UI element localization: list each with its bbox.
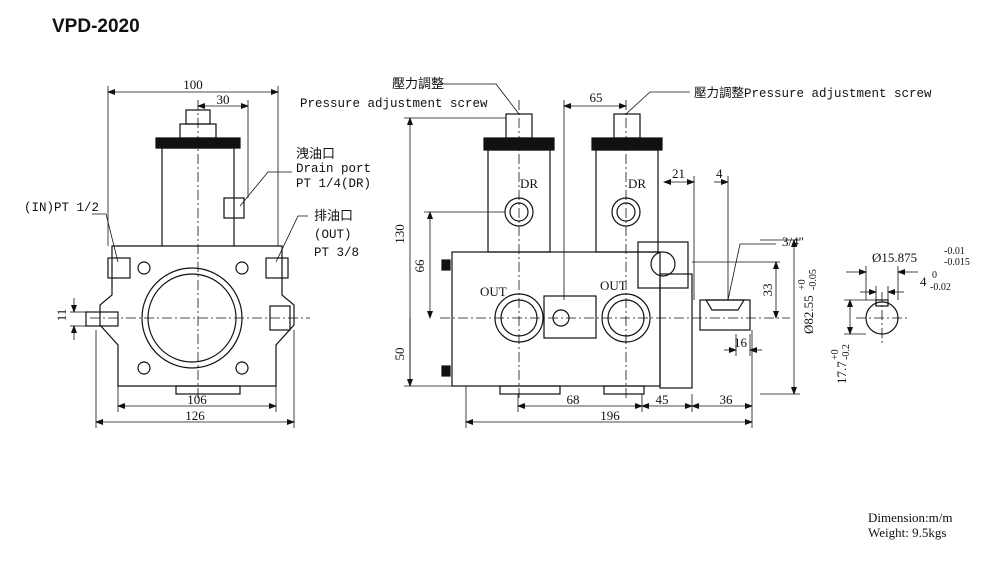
label-in-port: (IN)PT 1/2 [24,201,99,215]
front-bolt-hole [137,261,151,275]
label-out-2: OUT [600,278,627,293]
front-shaft [85,311,119,327]
front-bolt-hole [137,361,151,375]
dim-30: 30 [217,92,230,107]
side-screw-2 [613,113,641,139]
shaft-centerlines [856,292,910,344]
front-bottom-foot [175,385,241,395]
dim-130: 130 [392,224,407,244]
side-housing-1 [487,149,551,253]
dim-21: 21 [672,166,685,181]
dim-dia-tol-up: +0 [797,279,808,290]
front-centerlines [90,100,310,400]
label-dr-2: DR [628,176,646,191]
shaft-key-tol-up: 0 [932,270,937,281]
dim-33: 33 [760,284,775,297]
dim-45: 45 [656,392,669,407]
shaft-height: 17.7 [834,361,849,384]
dim-106: 106 [187,392,207,407]
dim-dia-tol-dn: -0.05 [808,269,819,290]
label-out-zh: 排油口 [314,208,353,223]
label-pressure-en: Pressure adjustment screw [300,97,488,111]
dim-dia-main: Ø82.55 [801,295,816,334]
dim-4: 4 [716,166,723,181]
front-bolt-hole [235,261,249,275]
side-text: 壓力調整 Pressure adjustment screw 壓力調整Press… [300,76,932,423]
front-out-port [265,257,289,279]
label-drain-en: Drain port [296,162,371,176]
label-dr-1: DR [520,176,538,191]
shaft-dia-tol-dn: -0.015 [944,257,970,268]
spec-footer: Dimension:m/m Weight: 9.5kgs [868,510,953,540]
side-right-flange [659,273,693,389]
front-body-outline [99,245,295,387]
label-pressure-2: 壓力調整Pressure adjustment screw [694,85,932,101]
side-view [441,113,751,395]
dim-66: 66 [412,259,427,273]
side-dimensions [404,83,800,428]
front-text: 100 30 11 106 126 (IN)PT 1/2 洩油口 Drain p… [24,77,371,423]
label-thread: 3/4" [782,234,804,249]
dim-196: 196 [600,408,620,423]
shaft-key-tol-dn: -0.02 [930,282,951,293]
front-bolt-hole [235,361,249,375]
dim-100: 100 [183,77,203,92]
side-bottom-foot-2 [603,385,645,395]
page-title: VPD-2020 [52,16,140,37]
front-view [85,109,295,395]
label-drain-spec: PT 1/4(DR) [296,177,371,191]
label-drain-zh: 洩油口 [296,146,335,161]
shaft-text: Ø15.875 -0.01 -0.015 4 0 -0.02 17.7 +0 -… [830,246,970,384]
shaft-height-tol-dn: -0.2 [841,344,852,360]
side-cap-2 [591,137,663,151]
shaft-dia: Ø15.875 [872,250,917,265]
side-left-mark [441,259,451,271]
weight: Weight: 9.5kgs [868,525,947,540]
label-out-spec: PT 3/8 [314,246,359,260]
dim-36: 36 [720,392,734,407]
label-out-en: (OUT) [314,228,352,242]
side-shaft-key [704,299,746,311]
label-out-1: OUT [480,284,507,299]
dimension-unit: Dimension:m/m [868,510,953,525]
front-in-port [107,257,131,279]
front-drain-block [223,197,245,219]
shaft-key: 4 [920,274,927,289]
dim-11: 11 [54,309,69,322]
dim-50: 50 [392,348,407,361]
side-housing-2 [595,149,659,253]
shaft-dia-tol-up: -0.01 [944,246,965,257]
dim-65: 65 [590,90,603,105]
dim-126: 126 [185,408,205,423]
dim-16: 16 [734,335,748,350]
side-flange-port [650,251,676,277]
side-center-block [543,295,597,339]
front-dimensions [70,86,308,428]
side-centerlines [440,100,790,400]
side-shaft [699,299,751,331]
dim-68: 68 [567,392,580,407]
side-left-mark [441,365,451,377]
side-bottom-foot [499,385,561,395]
side-flange-boss [637,241,689,289]
shaft-dimensions [844,266,918,335]
label-pressure-zh: 壓力調整 [392,76,444,91]
side-main-body [451,251,661,387]
shaft-height-tol-up: +0 [830,349,841,360]
